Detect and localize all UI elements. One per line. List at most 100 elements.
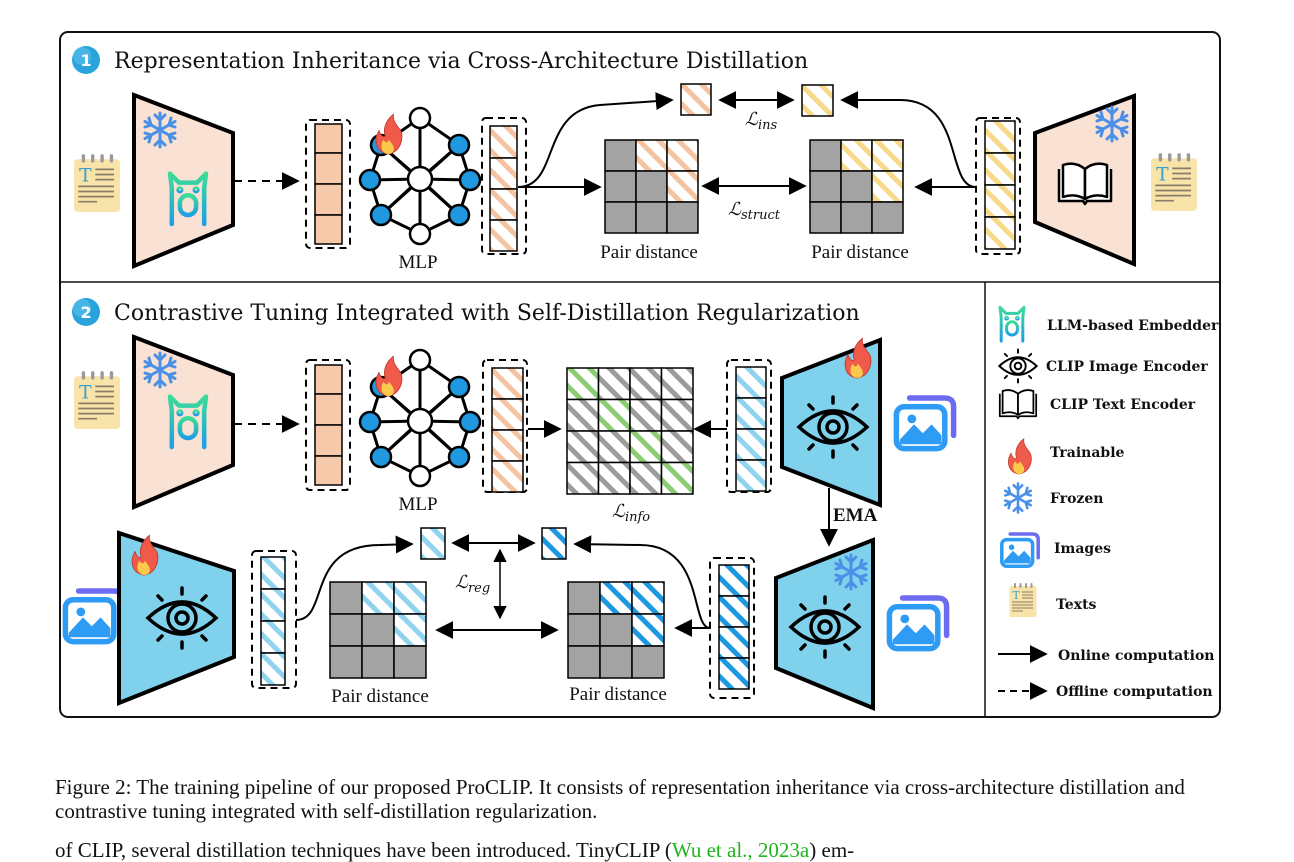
matrix-cell: [660, 367, 694, 401]
matrix-cell: [566, 367, 600, 401]
matrix-cell: [567, 581, 601, 615]
projected-feature-vector: [489, 125, 518, 252]
pair-distance-matrix-ema: [567, 581, 665, 679]
loss-ins-label: ℒins: [745, 109, 777, 133]
legend-label: Images: [1054, 541, 1111, 557]
ema-label: EMA: [833, 505, 878, 526]
text-note-icon: [73, 153, 121, 213]
section-1-title: Representation Inheritance via Cross-Arc…: [114, 49, 808, 74]
matrix-cell: [393, 645, 427, 679]
matrix-cell: [666, 139, 699, 172]
matrix-cell: [666, 170, 699, 203]
pair-distance-label: Pair distance: [600, 242, 698, 263]
matrix-cell: [597, 367, 631, 401]
matrix-cell: [604, 139, 637, 172]
image-feature-vector: [735, 366, 767, 492]
ema-feature-vector: [718, 564, 750, 690]
matrix-cell: [329, 581, 363, 615]
matrix-cell: [597, 430, 631, 464]
figure-caption: Figure 2: The training pipeline of our p…: [55, 775, 1185, 823]
body-paragraph-fragment: of CLIP, several distillation techniques…: [55, 838, 1245, 862]
online-instance-embedding: [420, 527, 446, 560]
legend-label: Texts: [1056, 597, 1097, 613]
matrix-cell: [635, 139, 668, 172]
feature-group-frame: [305, 119, 351, 249]
loss-struct-label: ℒstruct: [728, 199, 781, 223]
matrix-cell: [599, 613, 633, 647]
matrix-cell: [809, 201, 842, 234]
online-instance-arrow: [295, 535, 414, 621]
matrix-cell: [597, 461, 631, 495]
matrix-cell: [666, 201, 699, 234]
pipeline-figure: T: [59, 31, 1221, 718]
matrix-cell: [840, 201, 873, 234]
matrix-cell: [329, 613, 363, 647]
instance-path-arrow: [517, 92, 674, 188]
matrix-cell: [631, 581, 665, 615]
matrix-cell: [361, 645, 395, 679]
matrix-cell: [660, 461, 694, 495]
pair-distance-label: Pair distance: [811, 242, 909, 263]
pair-distance-matrix-teacher: [809, 139, 904, 234]
loss-reg-label: ℒreg: [455, 572, 490, 596]
matrix-cell: [566, 461, 600, 495]
matrix-cell: [871, 139, 904, 172]
section-2-badge: 2: [72, 298, 100, 326]
feature-group-frame: [305, 359, 351, 491]
legend-label: CLIP Image Encoder: [1046, 359, 1208, 375]
legend: LLM-based Embedder CLIP Image Encoder CL…: [998, 305, 1219, 700]
matrix-cell: [597, 398, 631, 432]
text-note-icon: [73, 370, 121, 430]
body-text-after: ) em-: [809, 838, 855, 862]
matrix-cell: [361, 613, 395, 647]
matrix-cell: [635, 170, 668, 203]
matrix-cell: [809, 170, 842, 203]
projected-feature-vector: [491, 367, 524, 493]
matrix-cell: [631, 645, 665, 679]
mlp-network-icon: [358, 348, 482, 488]
matrix-cell: [635, 201, 668, 234]
feature-group-frame: [726, 359, 772, 493]
matrix-cell: [871, 170, 904, 203]
similarity-matrix: [566, 367, 694, 495]
clip-image-encoder-ema: [774, 537, 875, 711]
matrix-cell: [871, 201, 904, 234]
citation-link[interactable]: Wu et al., 2023a: [671, 838, 810, 862]
feature-group-frame: [482, 359, 528, 493]
matrix-cell: [604, 201, 637, 234]
matrix-cell: [629, 461, 663, 495]
mlp-label: MLP: [398, 494, 437, 515]
legend-label: CLIP Text Encoder: [1050, 397, 1196, 413]
legend-label: LLM-based Embedder: [1047, 318, 1219, 334]
matrix-cell: [599, 645, 633, 679]
teacher-instance-arrow: [840, 91, 977, 188]
matrix-cell: [840, 139, 873, 172]
matrix-cell: [629, 367, 663, 401]
matrix-cell: [566, 398, 600, 432]
matrix-cell: [604, 170, 637, 203]
matrix-cell: [566, 430, 600, 464]
matrix-cell: [629, 430, 663, 464]
feature-group-frame: [481, 117, 527, 255]
matrix-cell: [840, 170, 873, 203]
legend-label: Online computation: [1058, 648, 1214, 664]
matrix-cell: [599, 581, 633, 615]
book-icon: [1057, 162, 1113, 206]
matrix-cell: [329, 645, 363, 679]
teacher-instance-embedding: [801, 84, 834, 117]
legend-label: Frozen: [1050, 491, 1103, 507]
mlp-label: MLP: [398, 252, 437, 273]
section-2-title: Contrastive Tuning Integrated with Self-…: [114, 301, 860, 326]
pair-distance-matrix-online: [329, 581, 427, 679]
legend-label: Trainable: [1050, 445, 1125, 461]
legend-label: Offline computation: [1056, 684, 1213, 700]
matrix-cell: [629, 398, 663, 432]
matrix-cell: [393, 613, 427, 647]
pair-distance-label: Pair distance: [569, 684, 667, 705]
loss-info-label: ℒinfo: [612, 501, 650, 525]
clip-text-feature-vector: [984, 120, 1016, 250]
matrix-cell: [809, 139, 842, 172]
pair-distance-label: Pair distance: [331, 686, 429, 707]
mlp-network-icon: [358, 106, 482, 246]
matrix-cell: [631, 613, 665, 647]
